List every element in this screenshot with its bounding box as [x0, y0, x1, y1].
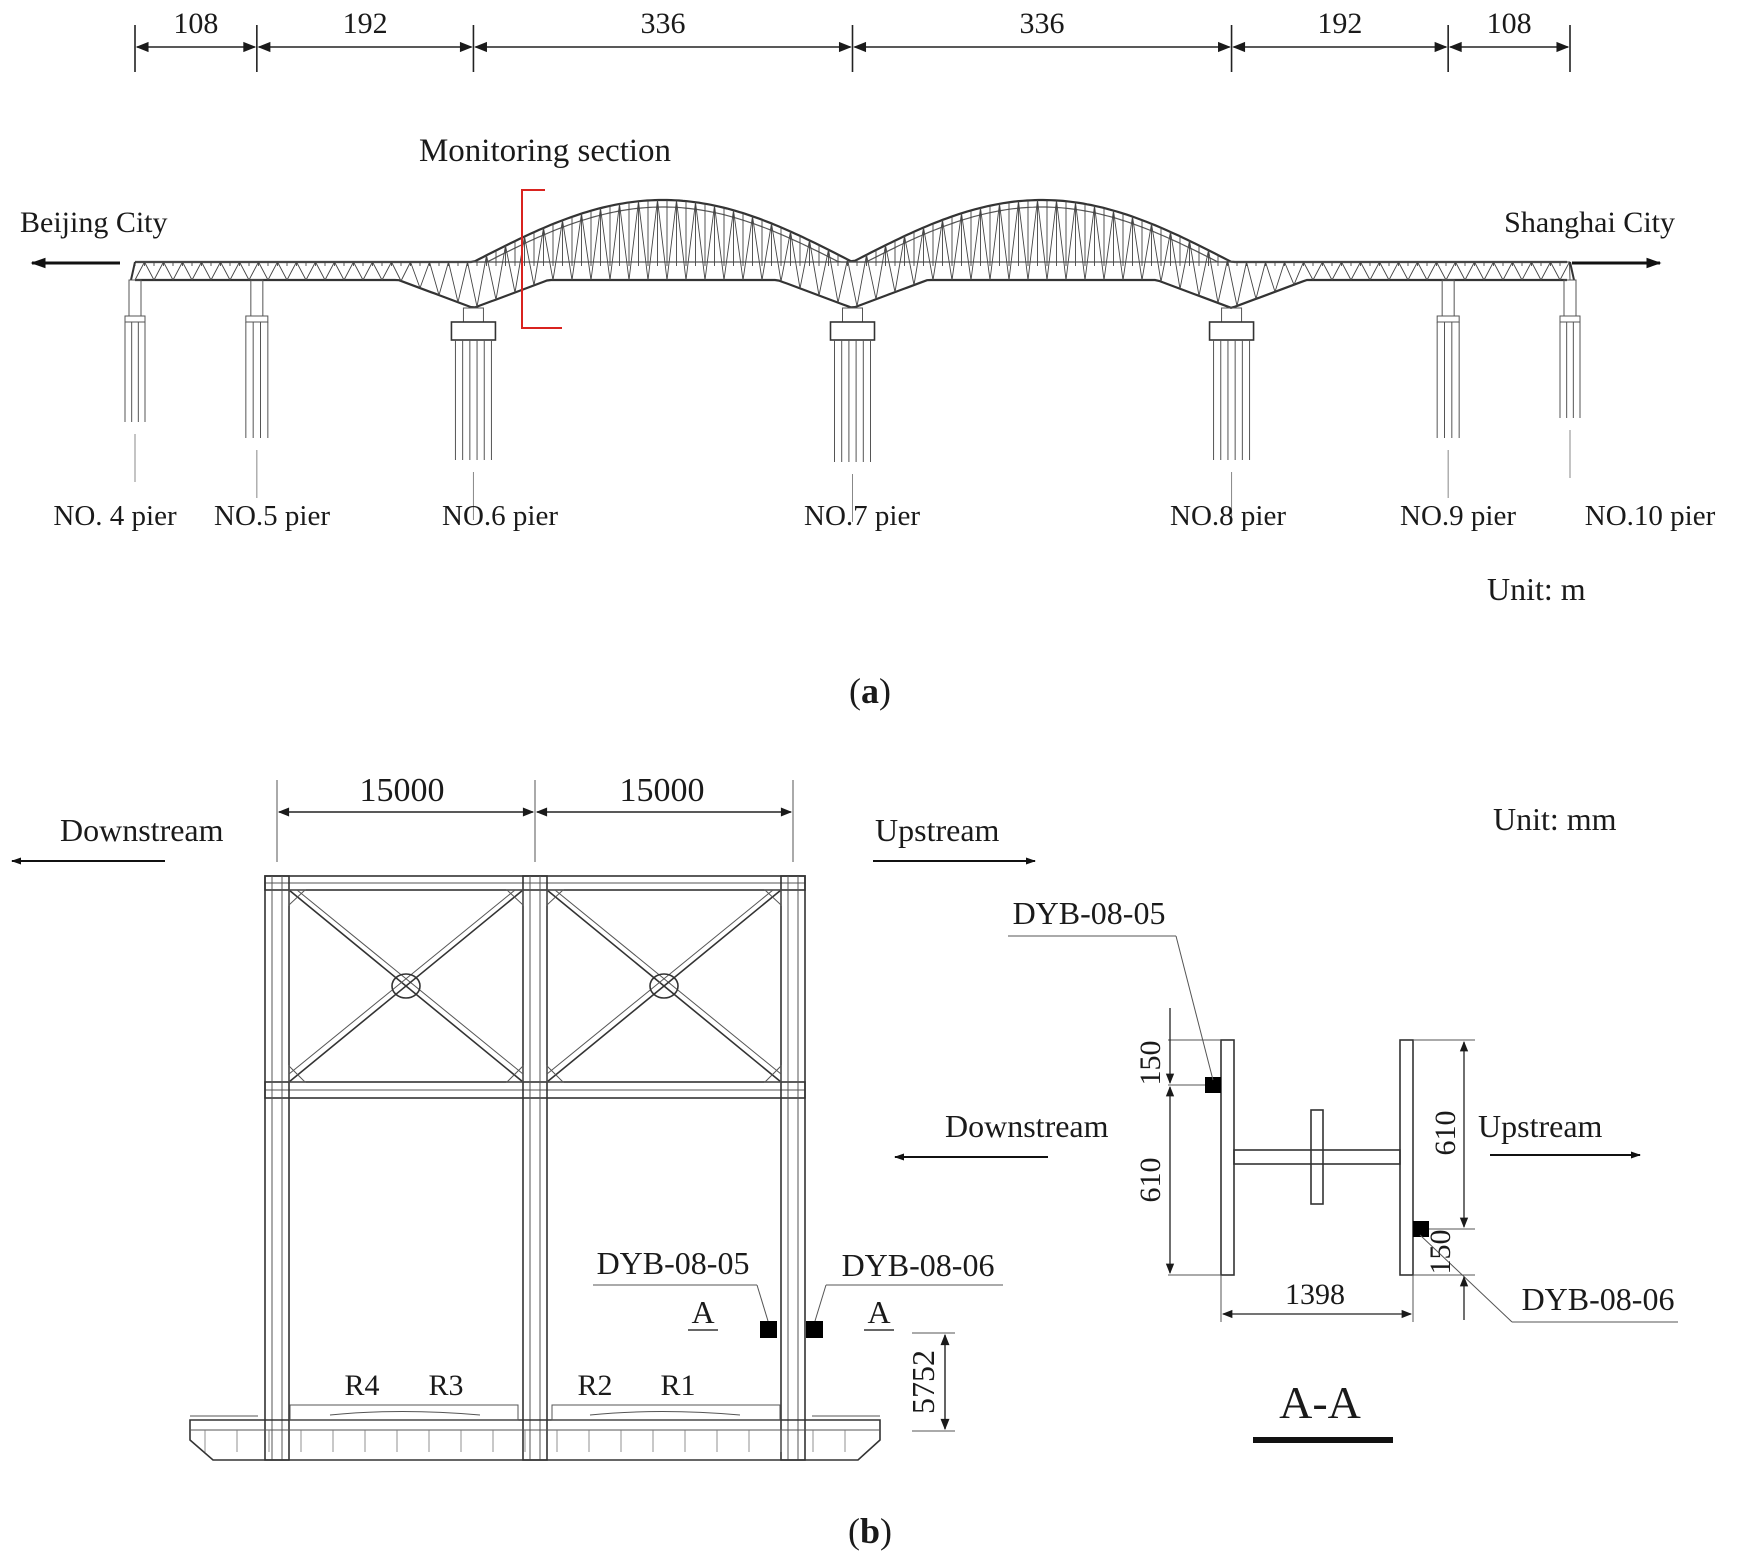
dim-610-right: 610	[1429, 1111, 1462, 1156]
rail-label-r1: R1	[660, 1369, 695, 1402]
section-label-dyb-08-06: DYB-08-06	[1522, 1281, 1675, 1317]
span-label-6: 108	[1487, 7, 1532, 40]
section-upstream-label: Upstream	[1478, 1108, 1603, 1144]
web-plate	[1233, 1149, 1401, 1165]
pier-7	[829, 307, 876, 522]
caption-b-letter: b	[860, 1511, 880, 1551]
section-title: A-A	[1279, 1377, 1361, 1428]
bottom-chord	[135, 278, 1567, 309]
downstream-label: Downstream	[60, 812, 224, 848]
rail-label-r4: R4	[344, 1369, 379, 1402]
column-right	[780, 875, 806, 1461]
caption-a: (a)	[849, 671, 891, 711]
flange-left	[1220, 1039, 1235, 1276]
sensor-dyb-08-06-marker	[806, 1321, 823, 1338]
bridge-piers	[124, 279, 1581, 522]
bridge-deck	[189, 1404, 881, 1461]
sensor-label-dyb-08-05: DYB-08-05	[597, 1245, 750, 1281]
pier-label-7: NO.7 pier	[804, 500, 920, 532]
shanghai-city-label: Shanghai City	[1504, 206, 1675, 239]
portal-frame	[264, 875, 806, 1461]
pier-5	[245, 279, 269, 498]
flange-right	[1399, 1039, 1414, 1276]
sensor-dyb-08-05-marker	[760, 1321, 777, 1338]
section-sensor-dyb-08-05	[1205, 1077, 1221, 1093]
monitoring-section-label: Monitoring section	[419, 133, 671, 169]
span-label-4: 336	[1020, 7, 1065, 40]
pier-10	[1559, 279, 1581, 478]
unit-m-label: Unit: m	[1487, 571, 1586, 607]
caption-a-letter: a	[861, 671, 879, 711]
monitoring-section-marker	[521, 189, 562, 329]
span-dimension-line: 108 192 336 336 192 108	[134, 7, 1571, 72]
dim-150-left: 150	[1134, 1041, 1167, 1086]
pier-label-9: NO.9 pier	[1400, 500, 1516, 532]
column-middle	[522, 875, 548, 1461]
pier-label-8: NO.8 pier	[1170, 500, 1286, 532]
pier-8	[1208, 307, 1255, 520]
dim-610-left: 610	[1134, 1158, 1167, 1203]
pier-label-10: NO.10 pier	[1585, 500, 1716, 532]
panel-a-elevation: 108 192 336 336 192 108 Monitoring section Be…	[20, 7, 1716, 711]
pier-label-4: NO. 4 pier	[53, 500, 177, 532]
web-stiffener	[1310, 1109, 1324, 1205]
pier-label-6: NO.6 pier	[442, 500, 558, 532]
width-dimension-label: 1398	[1285, 1278, 1345, 1311]
pier-6	[450, 307, 497, 520]
span-label-1: 108	[173, 7, 218, 40]
web-members	[134, 199, 1571, 307]
pier-label-5: NO.5 pier	[214, 500, 330, 532]
pier-9	[1436, 279, 1460, 498]
column-left	[264, 875, 290, 1461]
top-chord	[135, 198, 1567, 264]
caption-b: (b)	[848, 1511, 892, 1551]
section-aa-detail: DYB-08-05 DYB-08-06 150 610 610 150 1398…	[894, 895, 1678, 1443]
rail-label-r2: R2	[577, 1369, 612, 1402]
bay-width-label-2: 15000	[620, 772, 705, 809]
section-sensor-dyb-08-06	[1413, 1221, 1429, 1237]
panel-b-cross-section: 15000 15000 Downstream Upstream Unit: mm	[11, 772, 1617, 1551]
dim-150-right: 150	[1424, 1230, 1457, 1275]
pier-labels: NO. 4 pier NO.5 pier NO.6 pier NO.7 pier NO.…	[53, 500, 1715, 532]
pier-4	[124, 279, 146, 482]
rail-label-r3: R3	[428, 1369, 463, 1402]
bridge-truss-elevation	[130, 198, 1575, 309]
section-label-dyb-08-05: DYB-08-05	[1013, 895, 1166, 931]
span-label-2: 192	[343, 7, 388, 40]
section-downstream-label: Downstream	[945, 1108, 1109, 1144]
end-post-right	[1569, 261, 1575, 281]
unit-mm-label: Unit: mm	[1493, 801, 1617, 837]
height-dimension-label: 5752	[905, 1350, 941, 1414]
sensor-label-dyb-08-06: DYB-08-06	[842, 1247, 995, 1283]
section-mark-a-right: A	[867, 1294, 890, 1330]
beijing-city-label: Beijing City	[20, 206, 168, 239]
end-post-left	[130, 261, 136, 281]
span-label-5: 192	[1317, 7, 1362, 40]
upstream-label: Upstream	[875, 812, 1000, 848]
bay-width-label-1: 15000	[360, 772, 445, 809]
section-mark-a-left: A	[691, 1294, 714, 1330]
span-label-3: 336	[640, 7, 685, 40]
